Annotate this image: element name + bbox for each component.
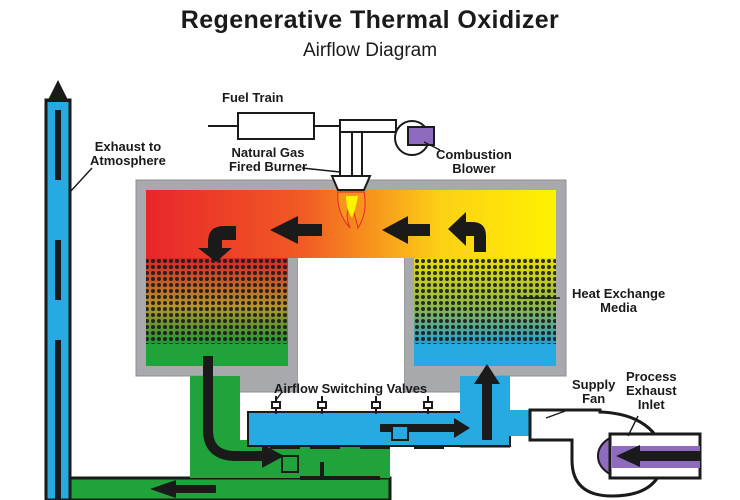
leader-lines: [69, 141, 639, 437]
supply-fan: [528, 408, 702, 498]
return-duct: [68, 476, 392, 500]
exhaust-line1: Exhaust to: [94, 139, 162, 154]
natural-gas-line2: Fired Burner: [229, 159, 308, 174]
supply-fan-label: Supply Fan: [572, 378, 615, 406]
process-inlet-label: Process Exhaust Inlet: [626, 370, 677, 412]
fuel-train-box: [237, 112, 315, 140]
process-line2: Exhaust: [626, 383, 677, 398]
process-line1: Process: [626, 369, 677, 384]
heat-exchange-line1: Heat Exchange: [572, 286, 666, 301]
fuel-train-label: Fuel Train: [222, 90, 284, 105]
natural-gas-line1: Natural Gas: [231, 145, 305, 160]
valves-label: Airflow Switching Valves: [274, 381, 428, 396]
combustion-line2: Blower: [452, 161, 496, 176]
exhaust-label: Exhaust to Atmosphere: [90, 140, 166, 168]
process-line3: Inlet: [637, 397, 665, 412]
chamber-flow-arrows: [198, 212, 486, 262]
inlet-duct: [247, 364, 530, 448]
combustion-blower-label: Combustion Blower: [436, 148, 512, 176]
page-title: Regenerative Thermal Oxidizer: [180, 6, 560, 34]
heat-exchange-label: Heat Exchange Media: [572, 287, 665, 315]
return-arrow: [150, 480, 176, 498]
page-subtitle: Airflow Diagram: [302, 40, 438, 61]
exhaust-stack: [44, 80, 72, 500]
inlet-arrow: [616, 445, 640, 467]
stack-up-arrow: [47, 80, 69, 102]
supply-line1: Supply: [572, 377, 616, 392]
oxidizer-chamber: [135, 179, 567, 393]
exhaust-line2: Atmosphere: [90, 153, 166, 168]
natural-gas-label: Natural Gas Fired Burner: [229, 146, 307, 174]
heat-exchange-line2: Media: [600, 300, 638, 315]
supply-line2: Fan: [582, 391, 606, 406]
burner-assembly: [208, 112, 435, 230]
combustion-line1: Combustion: [436, 147, 512, 162]
